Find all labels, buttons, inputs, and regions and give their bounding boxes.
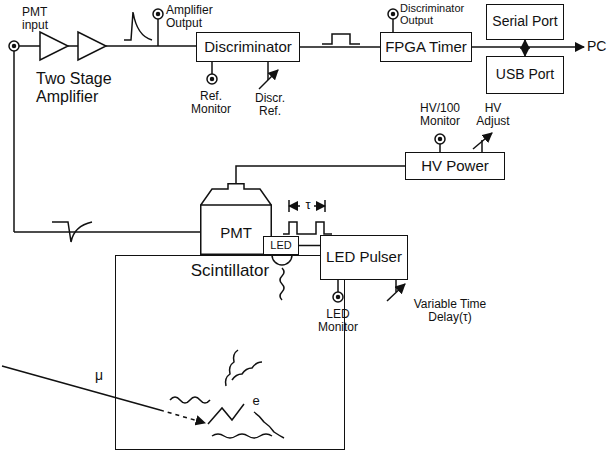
pulse-shape bbox=[283, 222, 332, 234]
pc-arrow bbox=[472, 46, 584, 48]
timer-box: FPGA Timer bbox=[380, 32, 472, 62]
node-text: PMT bbox=[220, 225, 252, 242]
connector-dot bbox=[13, 45, 16, 48]
amplifier-output-connector bbox=[153, 9, 163, 19]
connector-label: PMT input bbox=[22, 6, 64, 32]
node-text: HV Power bbox=[421, 158, 489, 175]
pc-label: PC bbox=[587, 39, 607, 54]
photon-wave bbox=[212, 434, 272, 438]
node-text: USB Port bbox=[496, 67, 554, 82]
node-text: LED Pulser bbox=[326, 249, 402, 266]
pulse-shape bbox=[124, 12, 152, 40]
signal-connector bbox=[236, 166, 405, 183]
amplifier-triangle bbox=[78, 32, 106, 60]
adjust-label: HV Adjust bbox=[472, 102, 514, 128]
power-box: HV Power bbox=[405, 152, 505, 180]
node-text: Discriminator bbox=[204, 39, 292, 56]
connector-label: Discriminator Output bbox=[400, 2, 482, 26]
block-label: Two Stage Amplifier bbox=[36, 70, 132, 105]
adjust-arrow bbox=[387, 284, 405, 301]
node-text: Scintillator bbox=[191, 262, 269, 281]
signal-wire bbox=[106, 45, 196, 47]
pulse-shape bbox=[52, 222, 92, 242]
signal-wire bbox=[157, 19, 159, 46]
port-box: USB Port bbox=[486, 56, 564, 94]
monitor-label: HV/100 Monitor bbox=[408, 102, 472, 128]
tau-arrow bbox=[314, 205, 325, 207]
discriminator-output-connector bbox=[388, 9, 398, 19]
light-wave bbox=[280, 268, 284, 300]
input-connector bbox=[9, 41, 19, 51]
signal-connector bbox=[299, 245, 320, 247]
signal-wire bbox=[395, 280, 397, 292]
tau-symbol: τ bbox=[302, 198, 314, 212]
signal-wire bbox=[19, 45, 40, 47]
connector-dot bbox=[439, 138, 442, 141]
tau-tick bbox=[324, 200, 326, 212]
signal-wire bbox=[68, 45, 78, 47]
monitor-label: Ref. Monitor bbox=[186, 90, 236, 116]
ref-monitor-connector bbox=[207, 74, 217, 84]
pmt-outline bbox=[200, 183, 272, 255]
photon-wave bbox=[226, 350, 239, 386]
node-text: FPGA Timer bbox=[385, 39, 467, 56]
node-text: LED bbox=[270, 239, 291, 251]
signal-connector bbox=[524, 40, 526, 56]
adjust-label: Variable Time Delay(τ) bbox=[412, 298, 488, 324]
led-dome bbox=[272, 255, 292, 265]
connector-dot bbox=[392, 13, 395, 16]
hv-monitor-connector bbox=[435, 134, 445, 144]
led-label-box: LED bbox=[263, 236, 299, 255]
muon-symbol: μ bbox=[92, 368, 106, 383]
tau-tick bbox=[288, 200, 290, 212]
signal-wire bbox=[439, 144, 441, 152]
connector-label: Amplifier Output bbox=[166, 4, 228, 30]
node-text: Serial Port bbox=[492, 14, 557, 29]
muon-track bbox=[160, 410, 205, 423]
signal-wire bbox=[267, 62, 269, 80]
connector-dot bbox=[211, 78, 214, 81]
signal-wire bbox=[337, 280, 339, 292]
monitor-label: LED Monitor bbox=[312, 308, 364, 334]
connector-dot bbox=[157, 13, 160, 16]
signal-wire bbox=[14, 231, 200, 233]
adjust-label: Discr. Ref. bbox=[246, 92, 294, 118]
pmt-tube: PMT bbox=[200, 183, 272, 255]
signal-wire bbox=[211, 62, 213, 74]
adjust-arrow bbox=[259, 70, 278, 89]
photon-wave bbox=[170, 397, 210, 403]
tau-arrow bbox=[289, 205, 300, 207]
amplifier-triangle bbox=[40, 32, 68, 60]
pmt-outline bbox=[201, 184, 272, 255]
photon-wave bbox=[254, 412, 284, 438]
discriminator-box: Discriminator bbox=[196, 32, 300, 62]
port-box: Serial Port bbox=[486, 4, 564, 40]
connector-dot bbox=[337, 296, 340, 299]
signal-connector bbox=[300, 46, 380, 48]
photon-wave bbox=[232, 362, 262, 380]
signal-wire bbox=[13, 51, 15, 232]
led-monitor-connector bbox=[333, 292, 343, 302]
scintillator-block: Scintillator bbox=[115, 255, 345, 450]
electron-symbol: e bbox=[250, 394, 262, 408]
adjust-arrow bbox=[473, 133, 492, 149]
pulse-shape bbox=[322, 34, 360, 44]
pulser-box: LED Pulser bbox=[320, 235, 408, 280]
electron-track bbox=[208, 404, 244, 424]
muon-track bbox=[2, 366, 160, 410]
